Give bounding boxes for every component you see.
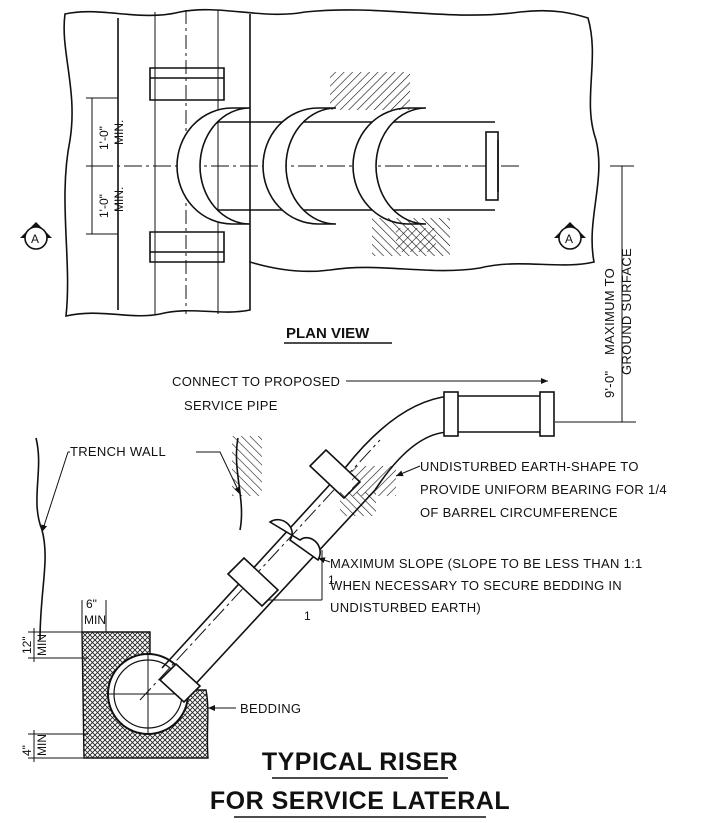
title-line2: FOR SERVICE LATERAL bbox=[210, 787, 510, 815]
dim-bottom-min: MIN bbox=[35, 734, 49, 756]
vertical-dimension: 9'-0" MAXIMUM TO GROUND SURFACE bbox=[555, 165, 636, 423]
dim-side-value: 6" bbox=[86, 597, 97, 611]
riser-pipe bbox=[139, 391, 555, 704]
undisturbed-label-line2: PROVIDE UNIFORM BEARING FOR 1/4 bbox=[420, 482, 667, 497]
section-marker-left-label: A bbox=[31, 232, 39, 246]
plan-earth-hatch-lower-cross bbox=[396, 228, 436, 252]
plan-min-lower: MIN. bbox=[112, 187, 126, 212]
plan-min-upper: MIN. bbox=[112, 120, 126, 145]
slope-indicator: 1 1 bbox=[268, 550, 335, 623]
plan-trench-outline bbox=[63, 8, 600, 318]
trench-wall-hatch bbox=[232, 436, 262, 496]
plan-view: 1'-0" MIN. 1'-0" MIN. A A PLAN VIEW bbox=[20, 8, 600, 344]
dim-bottom-value: 4" bbox=[20, 745, 34, 756]
slope-rise-label: 1 bbox=[328, 573, 335, 587]
dim-top-min: MIN bbox=[35, 634, 49, 656]
drawing-title: TYPICAL RISER FOR SERVICE LATERAL bbox=[210, 748, 510, 818]
section-leaders bbox=[41, 378, 548, 711]
plan-dim-upper: 1'-0" bbox=[97, 126, 111, 150]
section-view: 1 1 6" MIN 12" MIN 4" MIN bbox=[20, 374, 667, 762]
plan-min-dimensions: 1'-0" MIN. 1'-0" MIN. bbox=[86, 97, 126, 235]
plan-earth-hatch-upper bbox=[330, 72, 410, 110]
connect-label-line1: CONNECT TO PROPOSED bbox=[172, 374, 340, 389]
trench-wall-label: TRENCH WALL bbox=[70, 444, 166, 459]
plan-view-title: PLAN VIEW bbox=[286, 325, 370, 342]
dim-top-value: 12" bbox=[20, 636, 34, 654]
section-marker-right-label: A bbox=[565, 232, 573, 246]
undisturbed-label-line3: OF BARREL CIRCUMFERENCE bbox=[420, 505, 618, 520]
undisturbed-earth-hatch bbox=[352, 466, 396, 496]
slope-label-line1: MAXIMUM SLOPE (SLOPE TO BE LESS THAN 1:1 bbox=[330, 556, 643, 571]
section-marker-right: A bbox=[554, 222, 586, 250]
slope-label-line3: UNDISTURBED EARTH) bbox=[330, 600, 481, 615]
trench-wall-left bbox=[35, 437, 46, 641]
plan-dim-lower: 1'-0" bbox=[97, 194, 111, 218]
vertical-dim-line1: MAXIMUM TO bbox=[602, 268, 617, 355]
dim-side-min: MIN bbox=[84, 613, 106, 627]
slope-label-line2: WHEN NECESSARY TO SECURE BEDDING IN bbox=[330, 578, 622, 593]
title-line1: TYPICAL RISER bbox=[262, 748, 458, 776]
section-marker-left: A bbox=[20, 222, 52, 250]
bedding-label: BEDDING bbox=[240, 701, 301, 716]
slope-run-label: 1 bbox=[304, 609, 311, 623]
connect-label-line2: SERVICE PIPE bbox=[184, 398, 278, 413]
undisturbed-earth-hatch-lower bbox=[340, 492, 376, 516]
bedding-dimensions: 6" MIN 12" MIN 4" MIN bbox=[20, 597, 107, 762]
plan-lateral-pipe bbox=[95, 107, 520, 225]
vertical-dim-value: 9'-0" bbox=[602, 371, 617, 398]
vertical-dim-line2: GROUND SURFACE bbox=[619, 248, 634, 375]
undisturbed-label-line1: UNDISTURBED EARTH-SHAPE TO bbox=[420, 459, 639, 474]
